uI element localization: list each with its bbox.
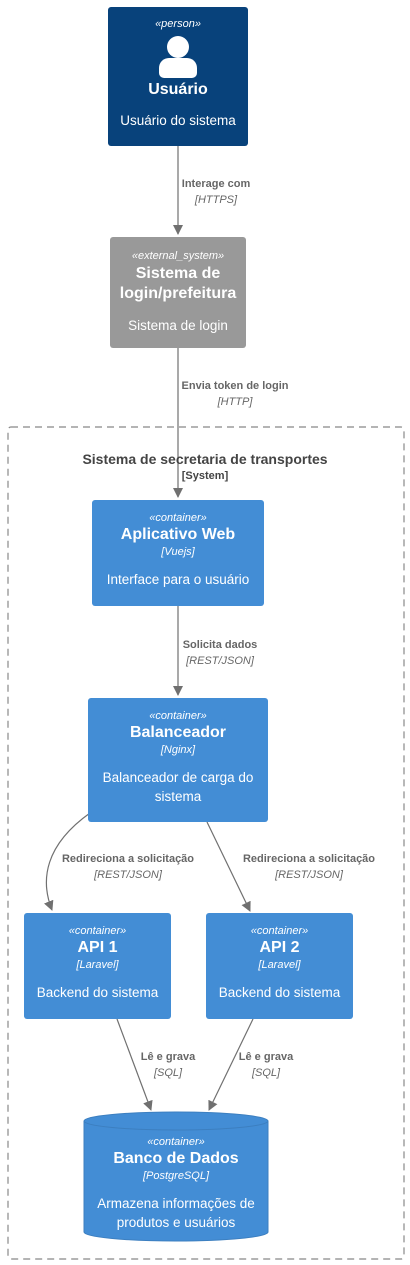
edge-api2-db — [208, 1018, 254, 1111]
boundary-title: Sistema de secretaria de transportes — [82, 451, 328, 467]
node-name: Usuário — [148, 81, 208, 98]
node-name: API 1 — [77, 939, 118, 956]
node-stereotype: «container» — [250, 925, 309, 937]
edge-label-redireciona-1: Redireciona a solicitação [REST/JSON] — [50, 851, 206, 883]
edge-api1-db — [116, 1018, 153, 1111]
edge-label-protocol: [HTTP] — [217, 396, 253, 408]
node-stereotype: «container» — [149, 710, 207, 722]
edge-label-text: Solicita dados — [182, 639, 258, 651]
edge-label-envia-token: Envia token de login [HTTP] — [170, 378, 300, 410]
edge-label-protocol: [SQL] — [251, 1067, 281, 1079]
node-tech: [PostgreSQL] — [142, 1170, 210, 1182]
node-description: Backend do sistema — [218, 985, 341, 1000]
node-stereotype: «person» — [155, 18, 201, 30]
edge-label-text: Envia token de login — [181, 380, 289, 392]
node-description: Sistema de login — [128, 318, 228, 333]
boundary-type: [System] — [181, 470, 229, 482]
node-description: Interface para o usuário — [106, 572, 250, 587]
node-name: Balanceador — [129, 724, 227, 741]
node-stereotype: «container» — [68, 925, 127, 937]
node-tech: [Nginx] — [160, 744, 196, 756]
node-stereotype: «container» — [147, 1136, 205, 1148]
node-description: Usuário do sistema — [120, 113, 236, 128]
edge-balanceador-api1 — [44, 812, 91, 911]
node-name: API 2 — [259, 939, 300, 956]
node-stereotype: «container» — [149, 512, 207, 524]
node-stereotype: «external_system» — [131, 250, 225, 262]
node-name: Aplicativo Web — [120, 526, 236, 543]
node-tech: [Laravel] — [258, 959, 301, 971]
node-tech: [Laravel] — [76, 959, 119, 971]
node-description: Armazena informações de produtos e usuár… — [97, 1196, 255, 1230]
edge-label-redireciona-2: Redireciona a solicitação [REST/JSON] — [231, 851, 387, 883]
edge-label-text: Redireciona a solicitação — [242, 853, 376, 865]
edge-label-protocol: [HTTPS] — [194, 194, 238, 206]
node-name: Banco de Dados — [113, 1150, 239, 1167]
node-api-1[interactable]: «container» API 1 [Laravel] Backend do s… — [24, 913, 171, 1019]
edge-label-text: Lê e grava — [238, 1051, 294, 1063]
edge-label-protocol: [REST/JSON] — [94, 869, 162, 881]
edge-label-interage: Interage com [HTTPS] — [166, 176, 266, 208]
node-banco-de-dados[interactable]: «container» Banco de Dados [PostgreSQL] … — [84, 1130, 268, 1240]
node-api-2[interactable]: «container» API 2 [Laravel] Backend do s… — [206, 913, 353, 1019]
edge-label-text: Interage com — [181, 178, 251, 190]
person-icon — [108, 34, 248, 80]
edge-label-text: Redireciona a solicitação — [61, 853, 195, 865]
node-name: Sistema de login/prefeitura — [119, 265, 237, 302]
edge-label-protocol: [REST/JSON] — [186, 655, 254, 667]
node-usuario[interactable]: «person» Usuário Usuário do sistema — [108, 7, 248, 146]
node-login[interactable]: «external_system» Sistema de login/prefe… — [110, 237, 246, 348]
edge-label-le-grava-2: Lê e grava [SQL] — [231, 1049, 301, 1081]
edge-label-le-grava-1: Lê e grava [SQL] — [133, 1049, 203, 1081]
edge-label-text: Lê e grava — [140, 1051, 196, 1063]
node-tech: [Vuejs] — [161, 546, 195, 558]
edge-label-protocol: [SQL] — [153, 1067, 183, 1079]
edge-label-protocol: [REST/JSON] — [275, 869, 343, 881]
database-cylinder — [83, 1111, 269, 1242]
node-balanceador[interactable]: «container» Balanceador [Nginx] Balancea… — [88, 698, 268, 822]
node-aplicativo-web[interactable]: «container» Aplicativo Web [Vuejs] Inter… — [92, 500, 264, 606]
edge-balanceador-api2 — [206, 821, 251, 912]
edge-label-solicita: Solicita dados [REST/JSON] — [170, 637, 270, 669]
node-description: Balanceador de carga do sistema — [102, 770, 254, 804]
system-boundary — [7, 426, 405, 1260]
node-description: Backend do sistema — [36, 985, 159, 1000]
